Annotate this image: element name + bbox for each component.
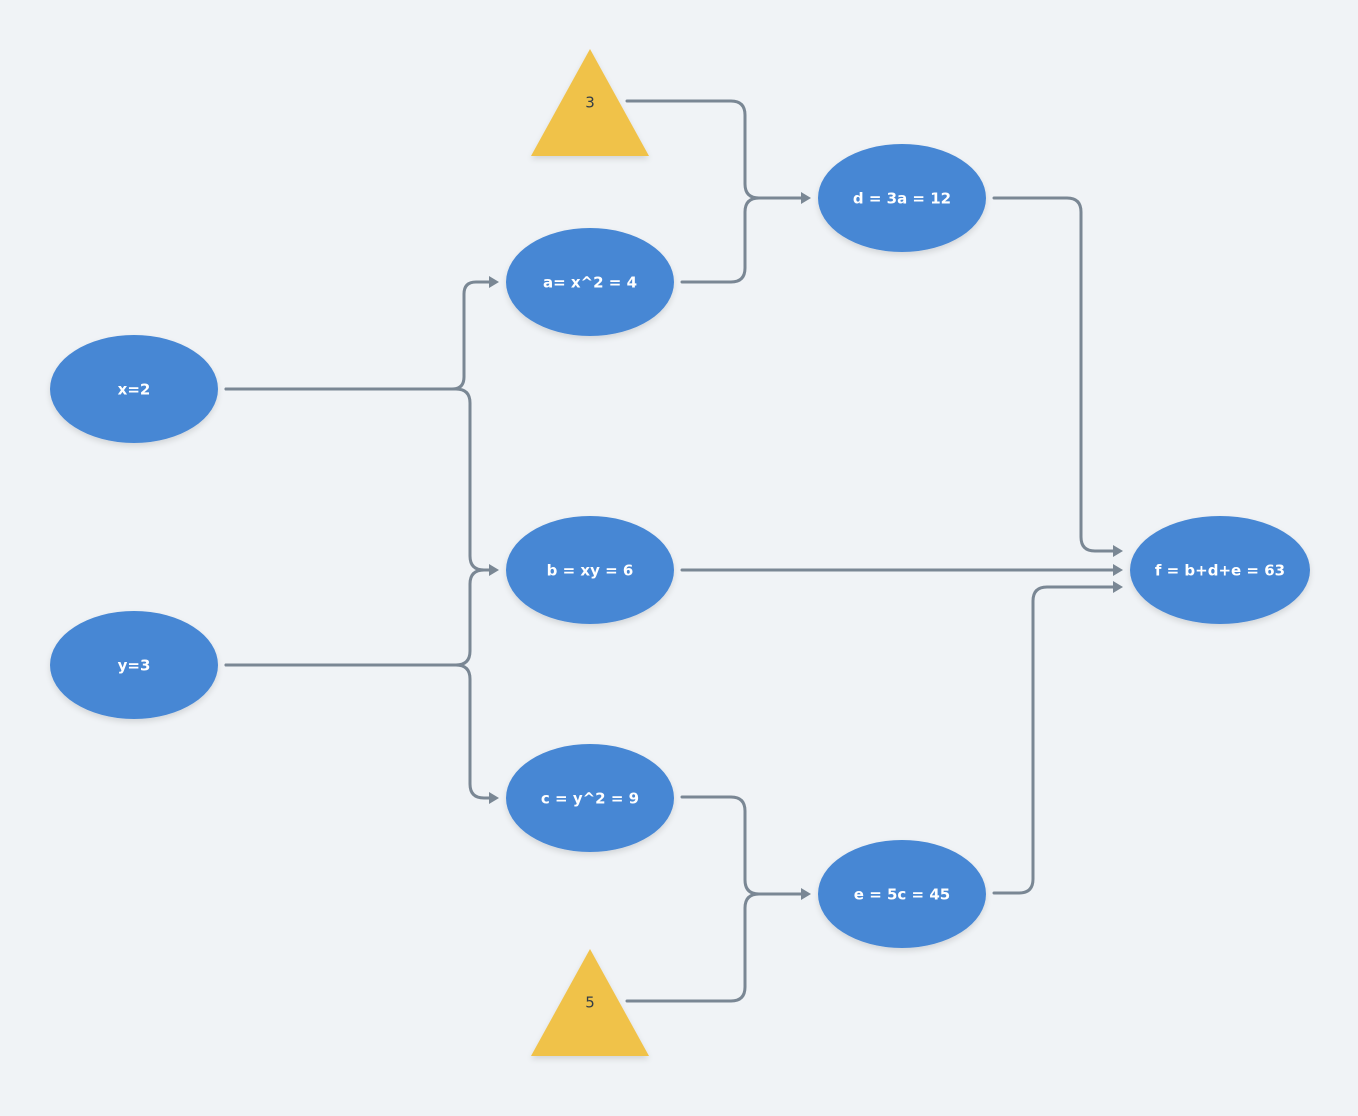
node-e-label: e = 5c = 45 bbox=[854, 886, 950, 904]
constant-node-5[interactable]: 5 bbox=[531, 949, 649, 1056]
constant-node-3-shape bbox=[531, 49, 649, 156]
node-c-label: c = y^2 = 9 bbox=[541, 790, 639, 808]
arrowhead-c bbox=[489, 792, 499, 804]
edge-a-to-d bbox=[680, 196, 804, 284]
edge-y-to-c bbox=[224, 663, 492, 800]
node-b-shape bbox=[506, 516, 674, 624]
node-y[interactable]: y=3 bbox=[50, 611, 218, 719]
arrowhead-a bbox=[489, 276, 499, 288]
constant-node-3-label: 3 bbox=[585, 94, 595, 112]
edge-x-to-a bbox=[224, 280, 492, 391]
node-c-shape bbox=[506, 744, 674, 852]
edge-x-to-b bbox=[224, 387, 492, 572]
edge-d-to-f bbox=[992, 196, 1116, 553]
constant-node-5-label: 5 bbox=[585, 994, 595, 1012]
node-b-label: b = xy = 6 bbox=[547, 562, 634, 580]
constant-node-5-shape bbox=[531, 949, 649, 1056]
node-d-shape bbox=[818, 144, 986, 252]
arrowhead-e bbox=[801, 888, 811, 900]
arrowhead-b bbox=[489, 564, 499, 576]
edge-c-to-e bbox=[680, 795, 804, 896]
edge-e-to-f bbox=[992, 585, 1116, 895]
node-d[interactable]: d = 3a = 12 bbox=[818, 144, 986, 252]
node-e[interactable]: e = 5c = 45 bbox=[818, 840, 986, 948]
edge-5-to-e bbox=[625, 892, 804, 1003]
constant-node-3[interactable]: 3 bbox=[531, 49, 649, 156]
node-x[interactable]: x=2 bbox=[50, 335, 218, 443]
node-x-label: x=2 bbox=[118, 381, 151, 399]
arrowhead-f-bottom bbox=[1113, 581, 1123, 593]
edge-3-to-d bbox=[625, 99, 804, 200]
arrowhead-d bbox=[801, 192, 811, 204]
node-a-label: a= x^2 = 4 bbox=[543, 274, 637, 292]
node-f-label: f = b+d+e = 63 bbox=[1155, 562, 1285, 580]
node-a-shape bbox=[506, 228, 674, 336]
node-x-shape bbox=[50, 335, 218, 443]
node-a[interactable]: a= x^2 = 4 bbox=[506, 228, 674, 336]
node-y-label: y=3 bbox=[118, 657, 151, 675]
arrowhead-f-middle bbox=[1113, 564, 1123, 576]
node-d-label: d = 3a = 12 bbox=[853, 190, 951, 208]
node-b[interactable]: b = xy = 6 bbox=[506, 516, 674, 624]
edges bbox=[224, 99, 1123, 1003]
node-y-shape bbox=[50, 611, 218, 719]
node-f-shape bbox=[1130, 516, 1310, 624]
node-f[interactable]: f = b+d+e = 63 bbox=[1130, 516, 1310, 624]
arrowhead-f-top bbox=[1113, 545, 1123, 557]
node-e-shape bbox=[818, 840, 986, 948]
node-c[interactable]: c = y^2 = 9 bbox=[506, 744, 674, 852]
edge-y-to-b bbox=[224, 568, 492, 667]
